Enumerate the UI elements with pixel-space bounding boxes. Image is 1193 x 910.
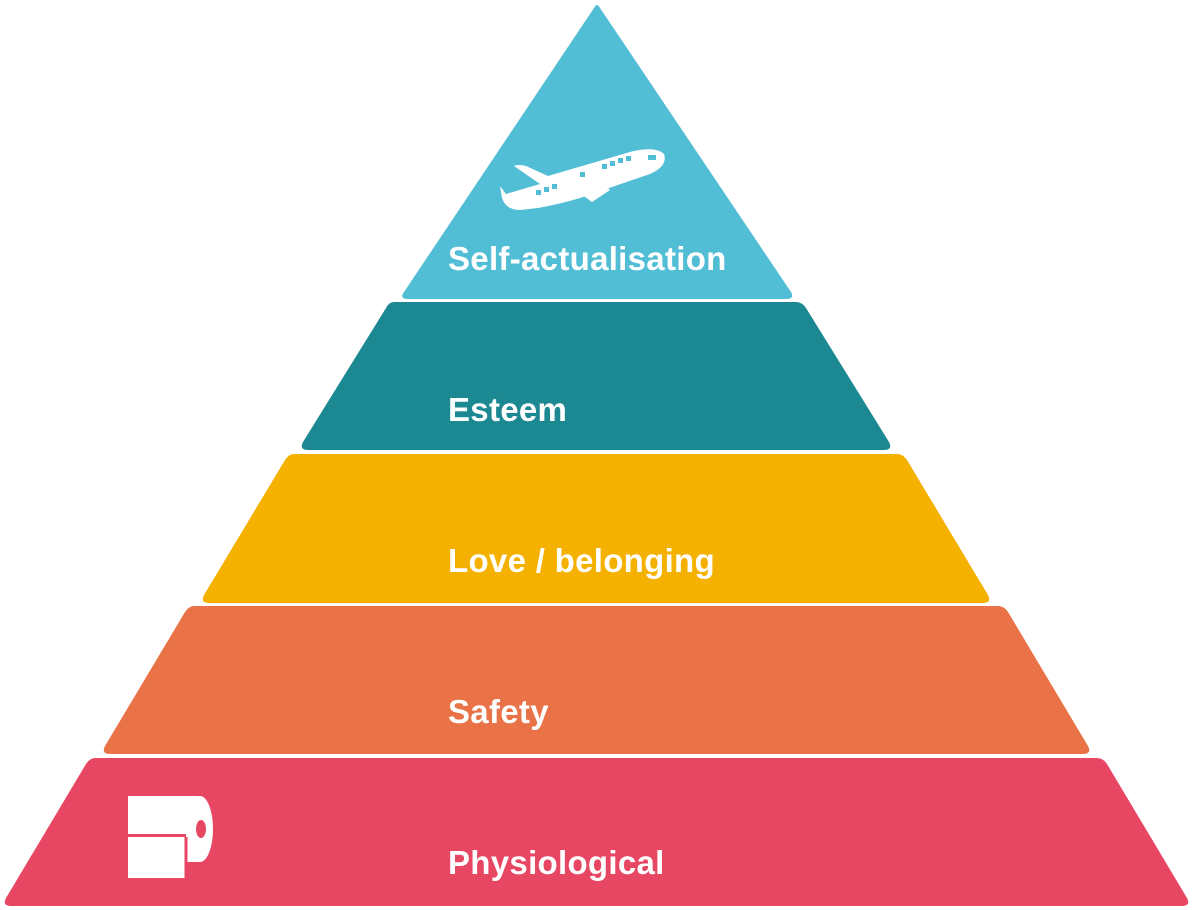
tier-label-love-belonging: Love / belonging (448, 542, 715, 579)
tier-label-self-actualisation: Self-actualisation (448, 240, 727, 277)
tier-label-safety: Safety (448, 693, 549, 730)
toilet-paper-icon (128, 796, 213, 878)
tier-self-actualisation: Self-actualisation (402, 5, 793, 299)
tier-shape-safety (103, 606, 1090, 754)
tier-esteem: Esteem (301, 302, 891, 450)
tier-safety: Safety (103, 606, 1090, 754)
tier-shape-physiological (4, 758, 1189, 906)
tier-shape-esteem (301, 302, 891, 450)
tier-label-physiological: Physiological (448, 844, 665, 881)
airplane-icon (500, 149, 665, 210)
tier-shape-self-actualisation (402, 5, 793, 299)
tier-love-belonging: Love / belonging (202, 454, 990, 603)
tier-shape-love-belonging (202, 454, 990, 603)
tier-physiological: Physiological (4, 758, 1189, 906)
tier-label-esteem: Esteem (448, 391, 567, 428)
